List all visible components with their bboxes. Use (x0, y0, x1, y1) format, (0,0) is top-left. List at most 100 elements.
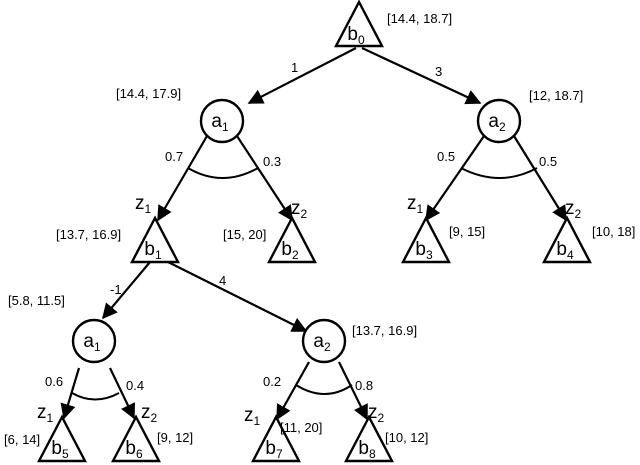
edge-b0-a1 (247, 47, 357, 104)
node-letter: b (415, 239, 426, 260)
action-node-a2 (476, 98, 522, 144)
edge-b0-a2 (361, 47, 482, 105)
chance-arc-a2-bottom (295, 384, 353, 395)
interval-a2: [12, 18.7] (529, 88, 583, 103)
node-letter: b (125, 438, 136, 459)
obs-label-z1: z1 (37, 402, 54, 425)
interval-a1-bottom: [5.8, 11.5] (8, 293, 65, 308)
node-letter: b (358, 438, 369, 459)
interval-b8: [10, 12] (385, 430, 428, 445)
action-node-a1-bottom (71, 318, 117, 364)
interval-a1: [14.4, 17.9] (116, 86, 181, 101)
edge-a1-b1 (157, 135, 208, 222)
interval-b4: [10, 18] (592, 224, 635, 239)
belief-node-b0 (334, 0, 384, 48)
action-node-a2-bottom (301, 318, 347, 364)
node-letter: b (144, 239, 155, 260)
prob-label-a1b-b6: 0.4 (126, 378, 144, 393)
obs-label-z1: z1 (135, 193, 152, 216)
node-letter: a (488, 111, 499, 132)
svg-text:b3: b3 (415, 239, 433, 262)
node-subscript: 2 (292, 248, 299, 262)
node-letter: a (313, 331, 324, 352)
edge-a2b-b8 (338, 361, 368, 421)
edge-a1b-b5 (60, 367, 81, 420)
node-letter: b (51, 438, 62, 459)
edge-label-b1-a2: 4 (219, 273, 226, 288)
action-node-a1 (199, 98, 245, 144)
edge-b1-a1 (102, 261, 151, 320)
obs-label-z2: z2 (141, 402, 158, 425)
svg-text:b0: b0 (347, 24, 365, 47)
node-letter: b (281, 239, 292, 260)
svg-text:a2: a2 (313, 331, 331, 354)
edge-label-b1-a1: -1 (110, 282, 122, 297)
prob-label-a2b-b8: 0.8 (355, 378, 373, 393)
interval-b3: [9, 15] (449, 224, 485, 239)
obs-label-z1: z1 (407, 193, 424, 216)
belief-node-b7 (251, 414, 301, 463)
svg-text:a2: a2 (488, 111, 506, 134)
node-subscript: 1 (155, 248, 162, 262)
svg-text:a1: a1 (83, 331, 101, 354)
node-subscript: 0 (358, 33, 365, 47)
node-letter: b (265, 438, 276, 459)
chance-arc-a1 (187, 167, 259, 179)
obs-label-z2: z2 (368, 402, 385, 425)
svg-text:b4: b4 (556, 239, 574, 262)
node-subscript: 1 (94, 340, 101, 354)
svg-text:b8: b8 (358, 438, 376, 461)
interval-b1: [13.7, 16.9] (56, 227, 121, 242)
node-letter: b (347, 24, 358, 45)
node-letter: a (211, 111, 222, 132)
svg-text:a1: a1 (211, 111, 229, 134)
edge-a1b-b6 (109, 367, 135, 420)
node-subscript: 8 (369, 447, 376, 461)
edge-a2b-b7 (276, 361, 310, 421)
svg-text:b2: b2 (281, 239, 299, 262)
edge-b1-a2 (167, 261, 308, 332)
belief-node-b6 (111, 414, 161, 463)
node-letter: b (556, 239, 567, 260)
edge-a2-b4 (513, 135, 567, 222)
obs-label-z2: z2 (565, 198, 582, 221)
belief-node-b2 (267, 215, 317, 264)
chance-arc-a1-bottom (71, 392, 120, 401)
svg-text:b1: b1 (144, 239, 162, 262)
svg-text:b5: b5 (51, 438, 69, 461)
interval-b2: [15, 20] (223, 227, 266, 242)
svg-text:b6: b6 (125, 438, 143, 461)
interval-b0: [14.4, 18.7] (387, 11, 452, 26)
interval-b7: [11, 20] (280, 420, 322, 435)
interval-b6: [9, 12] (157, 430, 193, 445)
prob-label-a1-b2: 0.3 (263, 154, 281, 169)
node-subscript: 4 (567, 248, 574, 262)
belief-node-b5 (37, 414, 87, 463)
node-subscript: 1 (222, 120, 229, 134)
interval-a2-bottom: [13.7, 16.9] (352, 323, 417, 338)
svg-text:b7: b7 (265, 438, 283, 461)
edge-a1-b2 (236, 135, 293, 222)
belief-node-b3 (401, 215, 451, 264)
prob-label-a1-b1: 0.7 (165, 149, 183, 164)
node-subscript: 5 (62, 447, 69, 461)
prob-label-a1b-b5: 0.6 (45, 374, 63, 389)
edge-label-b0-a1: 1 (291, 60, 298, 75)
chance-arc-a2 (460, 167, 538, 179)
belief-node-b8 (344, 414, 394, 463)
prob-label-a2-b3: 0.5 (437, 149, 455, 164)
node-subscript: 6 (136, 447, 143, 461)
obs-label-z1: z1 (244, 405, 261, 428)
obs-label-z2: z2 (291, 198, 308, 221)
prob-label-a2b-b7: 0.2 (263, 374, 281, 389)
node-subscript: 2 (324, 340, 331, 354)
node-subscript: 2 (499, 120, 506, 134)
edge-a2-b3 (425, 135, 485, 222)
edge-label-b0-a2: 3 (435, 64, 442, 79)
belief-node-b4 (542, 215, 592, 264)
node-subscript: 3 (426, 248, 433, 262)
node-letter: a (83, 331, 94, 352)
prob-label-a2-b4: 0.5 (539, 154, 557, 169)
belief-node-b1 (130, 215, 180, 264)
